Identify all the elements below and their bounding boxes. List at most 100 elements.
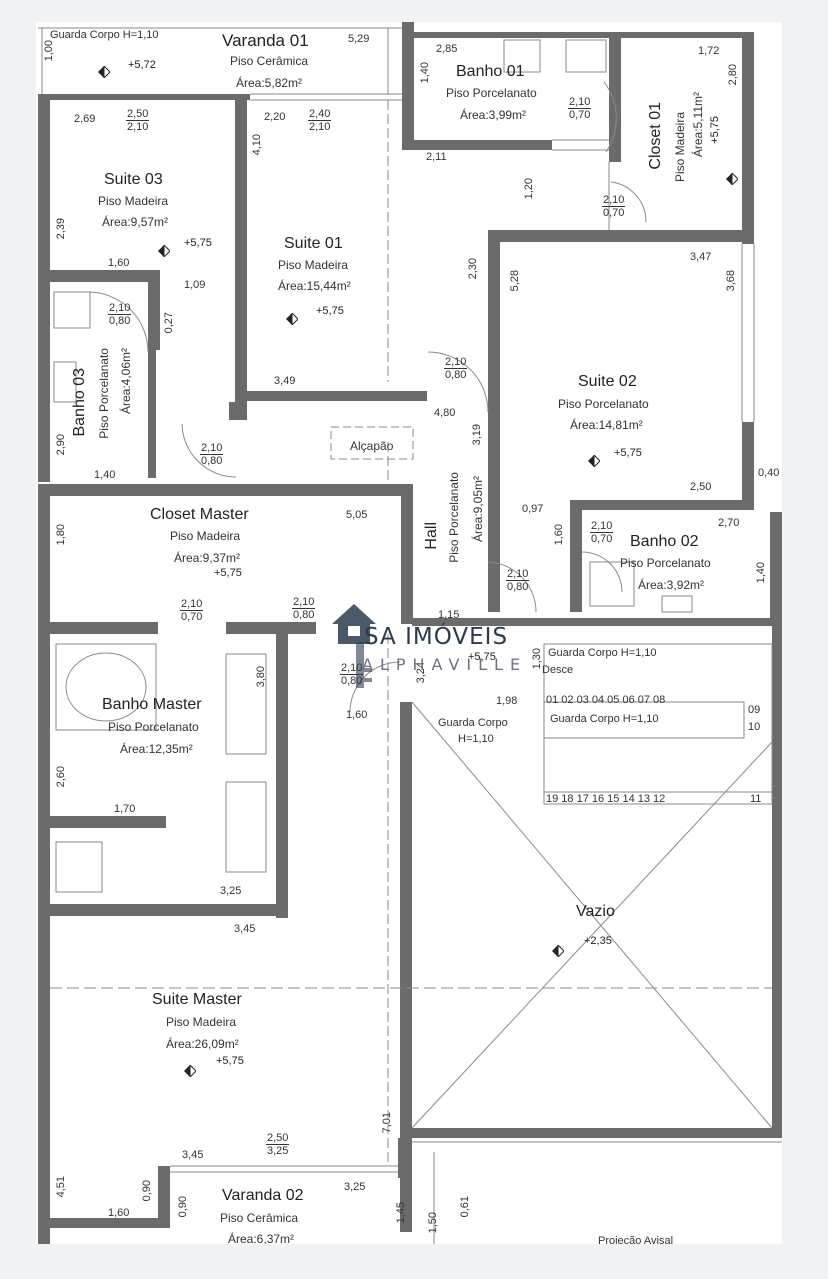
watermark-brand-sub: ALPHAVILLE xyxy=(362,655,528,674)
thin-lines xyxy=(38,27,782,1244)
level-marker-icon xyxy=(158,243,171,259)
wall-suite02-left xyxy=(488,230,500,612)
dim-1-40: 1,40 xyxy=(755,562,767,584)
dim-1-98: 1,98 xyxy=(496,695,518,707)
stair-step-numbers-top: 01 02 03 04 05 06 07 08 xyxy=(546,694,666,706)
dim-1-00: 1,00 xyxy=(43,40,55,62)
dim-1-72: 1,72 xyxy=(698,45,720,57)
dim-1-09: 1,09 xyxy=(184,279,206,291)
room-area-suite-03: Área:9,57m² xyxy=(102,215,169,229)
dim-2-90: 2,90 xyxy=(55,434,67,456)
room-floor-varanda-01: Piso Cerâmica xyxy=(230,54,309,68)
wall-closetmaster-bottom-left xyxy=(38,622,158,634)
room-area-banho-03: Área:4,06m² xyxy=(119,348,133,415)
wall-left-upper xyxy=(38,94,50,482)
dim-5-29: 5,29 xyxy=(348,33,370,45)
wall-suite02-bottom xyxy=(570,500,754,510)
dim-1-40: 1,40 xyxy=(419,62,431,84)
level-vazio: +2,35 xyxy=(584,935,612,947)
projection-note: Projeção Avisal xyxy=(598,1235,674,1245)
wall-banho01-bottom xyxy=(402,140,552,150)
room-name-closet-master: Closet Master xyxy=(150,506,249,523)
dim-5-05: 5,05 xyxy=(346,509,368,521)
room-name-suite-03: Suite 03 xyxy=(104,171,163,188)
room-area-closet-master: Área:9,37m² xyxy=(174,551,241,565)
dim-2-85: 2,85 xyxy=(436,43,458,55)
level-marker-icon xyxy=(726,171,739,187)
room-area-banho-master: Área:12,35m² xyxy=(120,742,193,756)
dim-7-01: 7,01 xyxy=(381,1112,393,1134)
dim-3-80: 3,80 xyxy=(255,666,267,688)
room-area-banho-01: Área:3,99m² xyxy=(460,108,527,122)
level-closet-master: +5,75 xyxy=(214,567,242,579)
room-name-varanda-02: Varanda 02 xyxy=(222,1187,304,1204)
room-name-hall: Hall xyxy=(423,522,440,550)
level-stair: +5,75 xyxy=(468,651,496,663)
stair-direction-label: Desce xyxy=(542,664,574,676)
room-name-closet-01: Closet 01 xyxy=(647,102,664,170)
wall-banhomaster-bottom xyxy=(38,904,288,916)
room-name-alcapao: Alçapão xyxy=(350,439,394,453)
dim-0-97: 0,97 xyxy=(522,503,544,515)
wall-closet01-right xyxy=(742,32,754,244)
wall-closet01-top xyxy=(621,32,751,38)
room-name-suite-02: Suite 02 xyxy=(578,373,637,390)
level-suite-02: +5,75 xyxy=(614,447,642,459)
wall-hall-left xyxy=(401,484,413,624)
wall-banho03-right-top xyxy=(148,270,160,350)
dim-1-60: 1,60 xyxy=(108,1207,130,1219)
room-floor-suite-01: Piso Madeira xyxy=(278,258,349,272)
level-marker-icon xyxy=(588,453,601,469)
wall-suite03-suite01 xyxy=(235,100,247,420)
wall-suite01-bottom xyxy=(247,391,427,401)
dim-1-15: 1,15 xyxy=(438,609,460,621)
room-area-suite-02: Área:14,81m² xyxy=(570,418,643,432)
level-marker-icon xyxy=(98,64,111,80)
room-floor-banho-02: Piso Porcelanato xyxy=(620,556,711,570)
room-name-vazio: Vazio xyxy=(576,903,615,920)
dim-5-28: 5,28 xyxy=(509,270,521,292)
stair-step-end-mid: 10 xyxy=(748,721,761,733)
room-floor-banho-master: Piso Porcelanato xyxy=(108,720,199,734)
room-name-banho-01: Banho 01 xyxy=(456,63,525,80)
wall-banho03-right xyxy=(148,350,156,478)
dim-1-70: 1,70 xyxy=(114,803,136,815)
guarda-corpo-stair-note-2: Guarda Corpo H=1,10 xyxy=(550,713,659,725)
wall-banho01-top xyxy=(414,32,614,38)
dim-2-30: 2,30 xyxy=(467,258,479,280)
wall-varanda02-bottom xyxy=(38,1218,170,1228)
wall-suite03-bottom xyxy=(50,270,160,282)
wall-suite02-top xyxy=(488,230,754,242)
guarda-corpo-void-height: H=1,10 xyxy=(458,733,494,745)
floor-plan-drawing xyxy=(38,22,782,1244)
dim-3-25: 3,25 xyxy=(220,885,242,897)
floor-plan-sheet: Guarda Corpo H=1,10 Varanda 01 Piso Cerâ… xyxy=(36,22,782,1244)
room-area-varanda-02: Área:6,37m² xyxy=(228,1232,295,1244)
wall-varanda02-post xyxy=(158,1166,170,1226)
dim-0-40: 0,40 xyxy=(758,467,780,479)
wall-banhomaster-wc-top xyxy=(38,816,166,828)
wall-vazio-right xyxy=(772,622,782,1136)
stair-step-end-top: 09 xyxy=(748,704,761,716)
dim-3-68: 3,68 xyxy=(725,270,737,292)
dim-2-69: 2,69 xyxy=(74,113,96,125)
dim-1-60: 1,60 xyxy=(346,709,368,721)
dim-3-49: 3,49 xyxy=(274,375,296,387)
wall-banho02-left xyxy=(570,500,582,612)
room-name-banho-03: Banho 03 xyxy=(71,368,88,437)
room-floor-hall: Piso Porcelanato xyxy=(447,472,461,563)
dim-2-39: 2,39 xyxy=(55,218,67,240)
wall-top-suite03 xyxy=(38,94,250,100)
level-marker-icon xyxy=(286,311,299,327)
dim-2-80: 2,80 xyxy=(727,64,739,86)
wall-closetmaster-top xyxy=(38,484,413,496)
dim-1-50: 1,50 xyxy=(427,1212,439,1234)
